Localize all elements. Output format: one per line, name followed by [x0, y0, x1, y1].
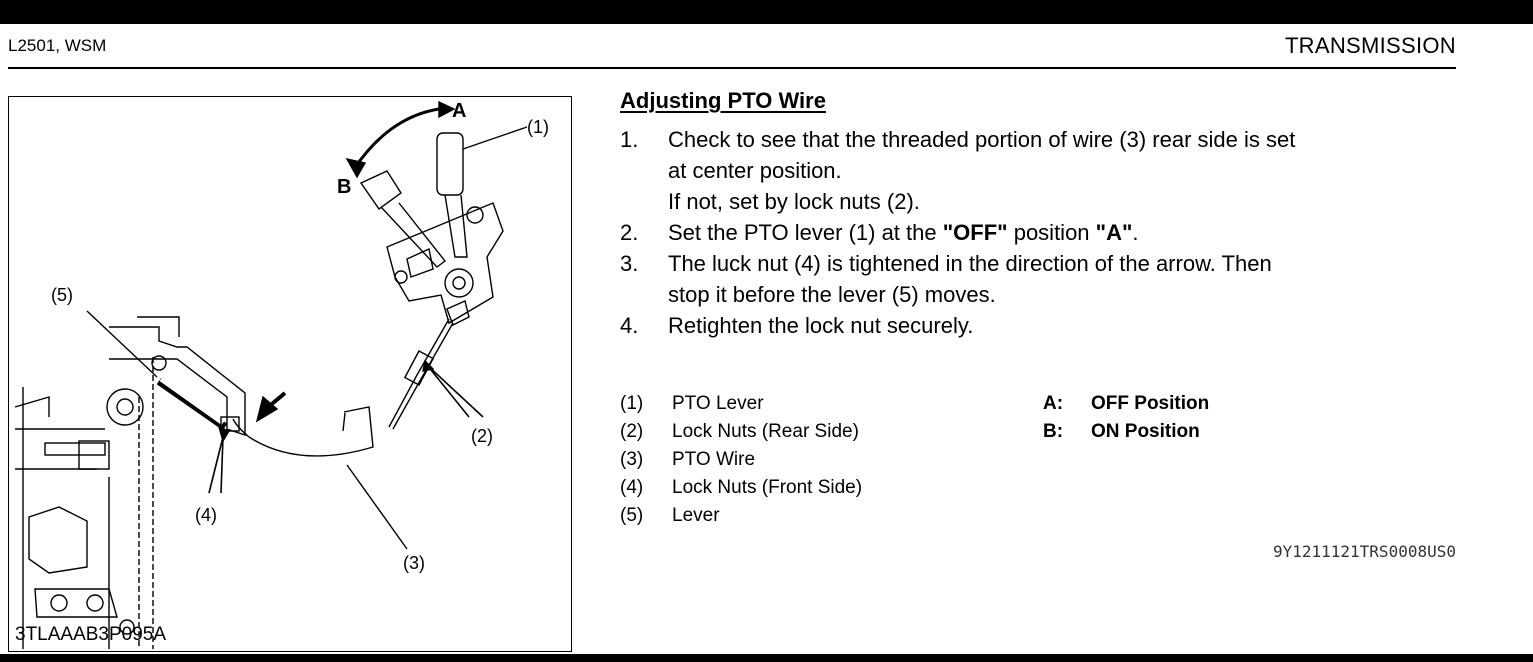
header-section: TRANSMISSION — [1284, 33, 1456, 58]
document-code: 9Y1211121TRS0008US0 — [1272, 542, 1456, 561]
legend-item: (3)PTO Wire — [620, 449, 756, 470]
callout-4: (4) — [195, 505, 217, 525]
callout-5: (5) — [51, 285, 73, 305]
callout-b: B — [337, 176, 351, 198]
step-3: 3. The luck nut (4) is tightened in the … — [620, 251, 1272, 307]
callout-a: A — [452, 100, 466, 122]
header-rule — [8, 67, 1456, 69]
position-item: A:OFF Position — [1043, 393, 1210, 414]
step-1: 1. Check to see that the threaded portio… — [620, 127, 1296, 214]
figure-code: 3TLAAAB3P095A — [15, 624, 167, 645]
a-emphasis: "A" — [1095, 220, 1133, 245]
legend-item: (5)Lever — [620, 505, 720, 526]
figure-illustration: (1) (2) (3) (4) (5) A B 3TLAAAB3P095A — [8, 96, 572, 652]
section-title: Adjusting PTO Wire — [620, 88, 826, 113]
legend-item: (2)Lock Nuts (Rear Side) — [620, 421, 859, 442]
pto-wire-diagram: (1) (2) (3) (4) (5) A B — [14, 100, 549, 649]
step-list: 1. Check to see that the threaded portio… — [620, 124, 1470, 341]
callout-1: (1) — [527, 117, 549, 137]
off-emphasis: "OFF" — [942, 220, 1008, 245]
legend-item: (4)Lock Nuts (Front Side) — [620, 477, 863, 498]
step-2: 2. Set the PTO lever (1) at the "OFF" po… — [620, 220, 1139, 245]
legend-item: (1)PTO Lever — [620, 393, 764, 414]
step-4: 4. Retighten the lock nut securely. — [620, 313, 974, 338]
callout-2: (2) — [471, 426, 493, 446]
position-legend: A:OFF Position B:ON Position — [1043, 390, 1209, 446]
position-item: B:ON Position — [1043, 421, 1200, 442]
instructions: Adjusting PTO Wire 1. Check to see that … — [620, 88, 1470, 341]
callout-3: (3) — [403, 553, 425, 573]
header-model: L2501, WSM — [8, 36, 107, 55]
parts-legend: (1)PTO Lever (2)Lock Nuts (Rear Side) (3… — [620, 390, 862, 530]
manual-page: L2501, WSM TRANSMISSION — [0, 24, 1533, 654]
